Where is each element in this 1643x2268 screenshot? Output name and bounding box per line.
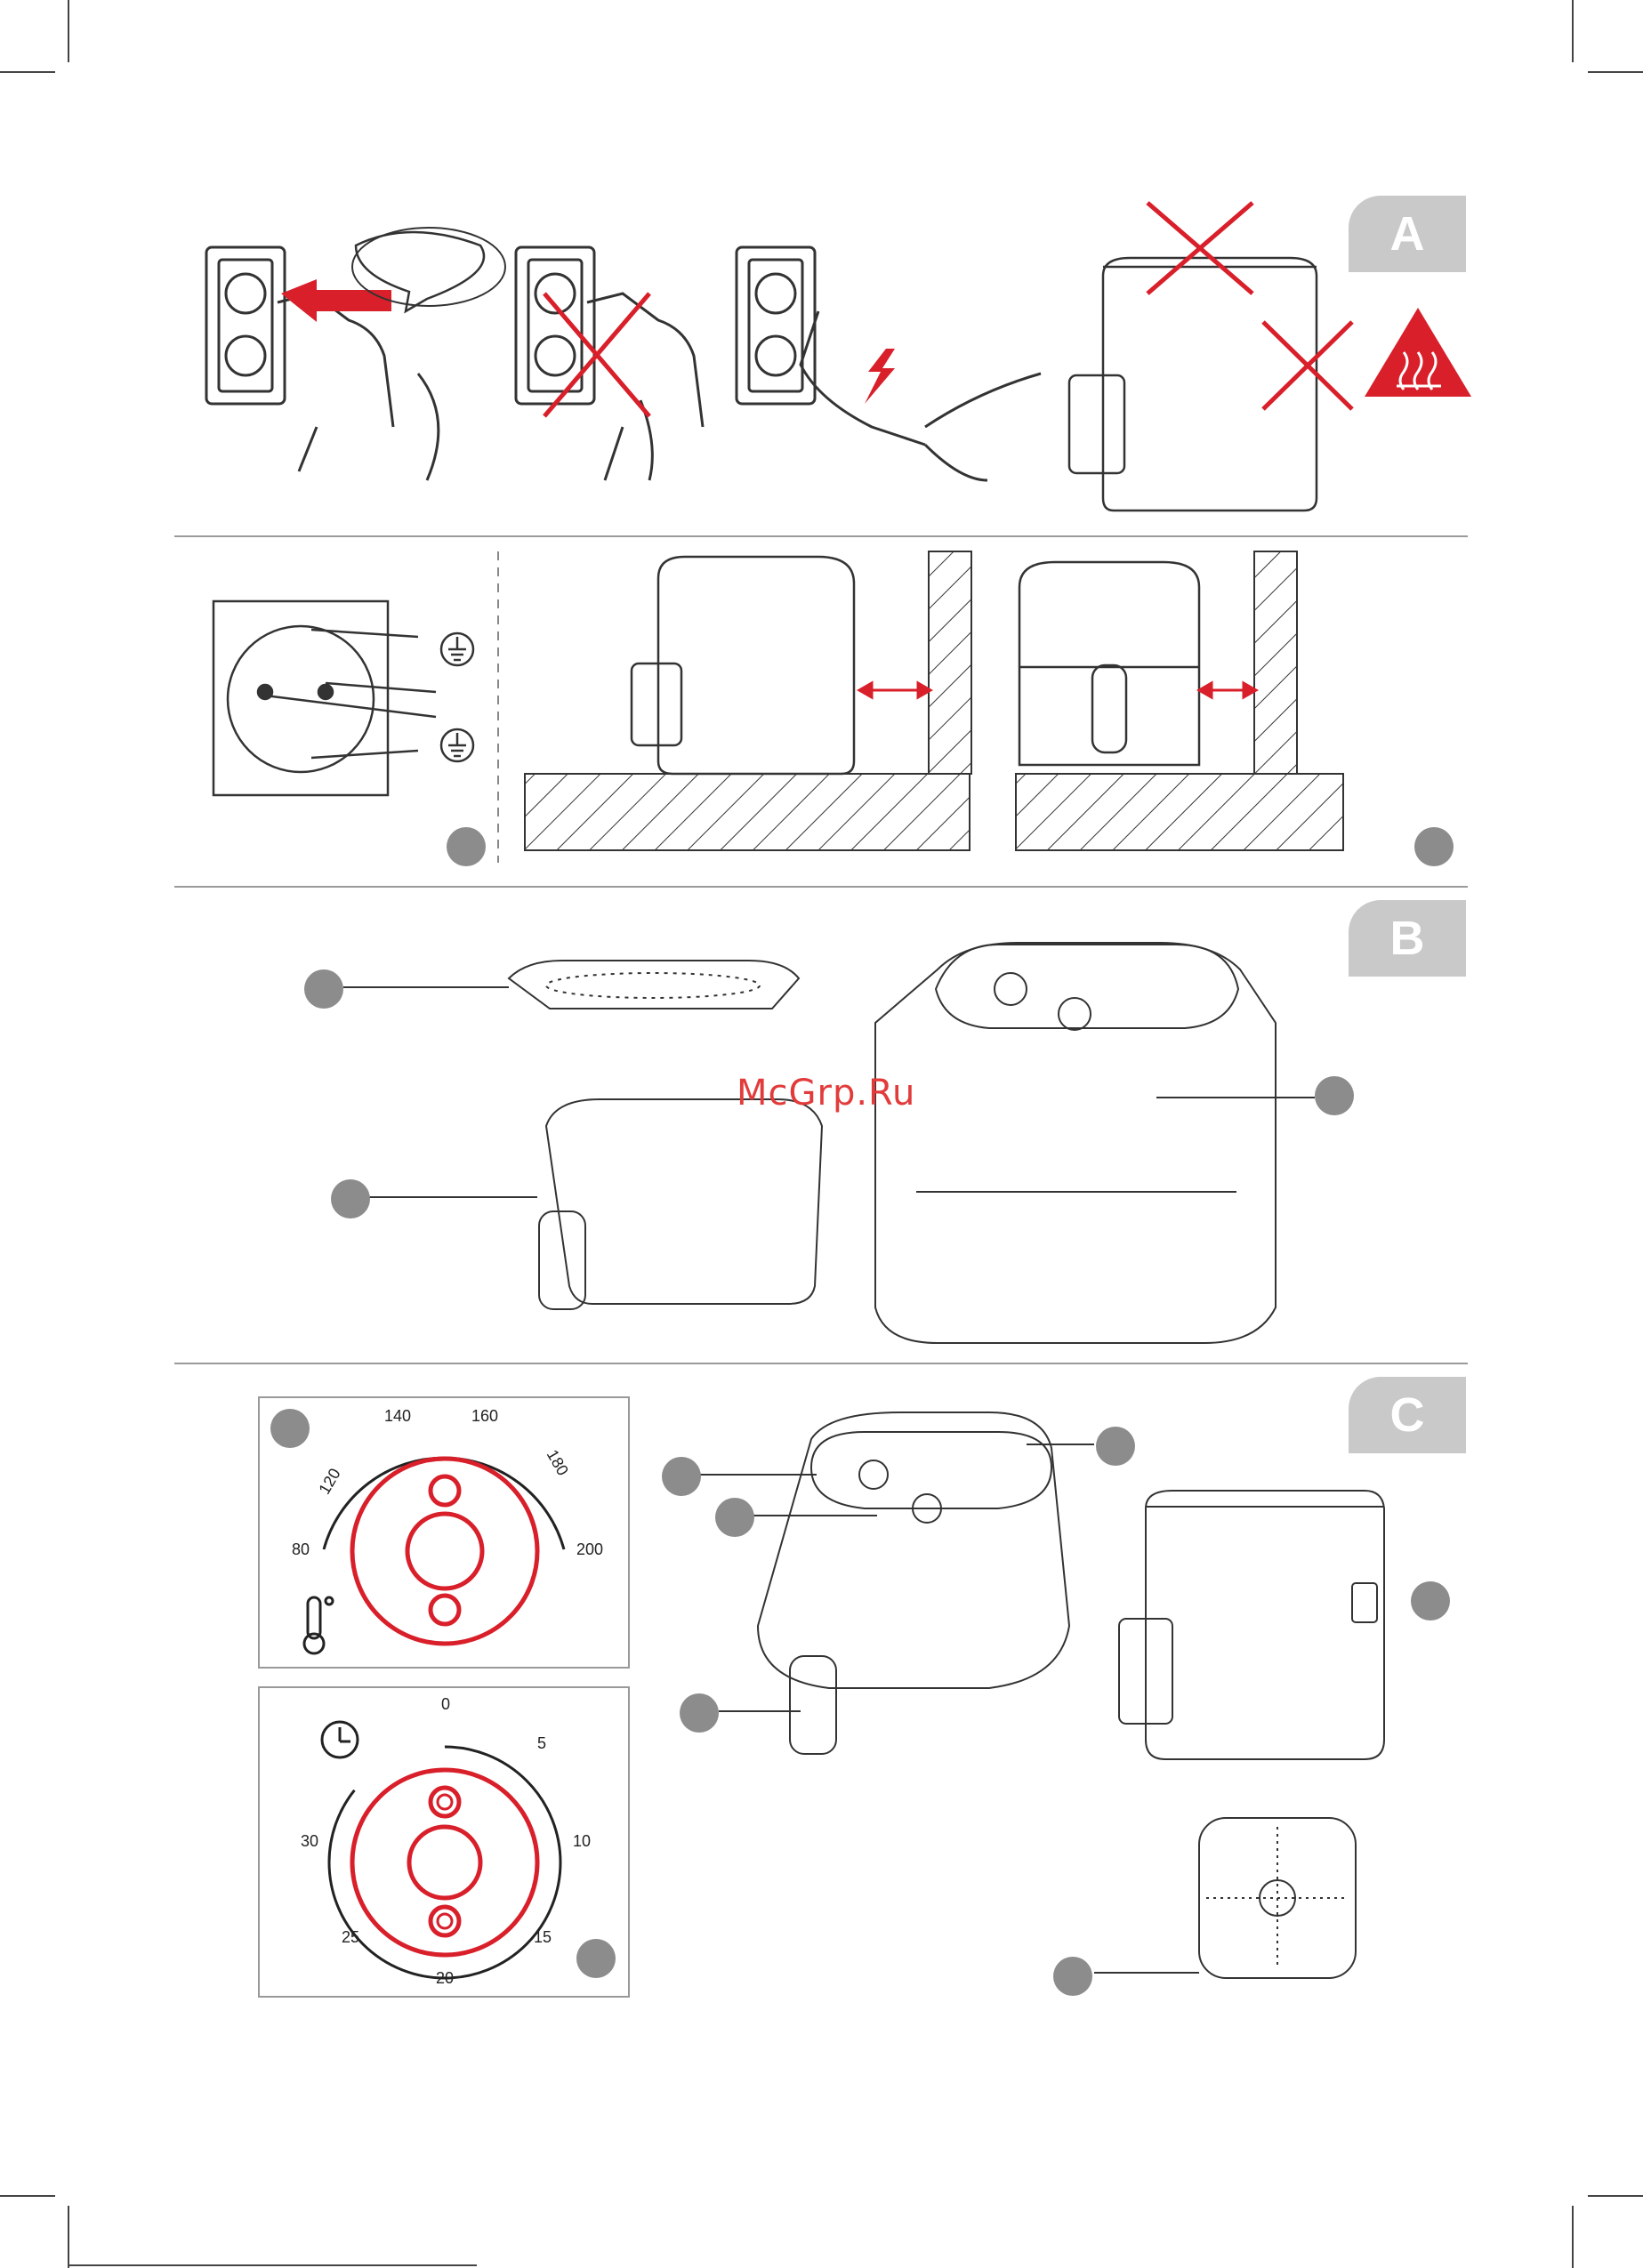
callout-marker bbox=[680, 1693, 719, 1733]
callout-marker bbox=[1411, 1581, 1450, 1621]
timer-dial: 0 5 10 15 20 25 30 bbox=[301, 1695, 591, 1987]
temp-tick-140: 140 bbox=[384, 1407, 411, 1425]
temp-tick-200: 200 bbox=[576, 1540, 603, 1558]
timer-tick-15: 15 bbox=[534, 1928, 552, 1946]
callout-marker bbox=[270, 1409, 310, 1448]
clock-icon bbox=[322, 1722, 358, 1757]
crisper-plate-top-illustration bbox=[1199, 1818, 1356, 1978]
air-fryer-front-illustration bbox=[758, 1412, 1069, 1754]
callout-marker bbox=[715, 1498, 754, 1537]
temp-tick-80: 80 bbox=[292, 1540, 310, 1558]
timer-tick-5: 5 bbox=[537, 1734, 546, 1752]
callout-marker bbox=[1053, 1957, 1092, 1996]
timer-tick-10: 10 bbox=[573, 1832, 591, 1850]
timer-tick-30: 30 bbox=[301, 1832, 318, 1850]
temp-tick-180: 180 bbox=[544, 1446, 572, 1478]
temperature-dial: 80 120 140 160 180 200 bbox=[292, 1407, 603, 1653]
thermometer-icon bbox=[304, 1597, 333, 1653]
temp-tick-160: 160 bbox=[471, 1407, 498, 1425]
callout-marker bbox=[662, 1457, 701, 1496]
callout-marker bbox=[1096, 1427, 1135, 1466]
air-fryer-side-illustration bbox=[1119, 1491, 1384, 1759]
timer-tick-25: 25 bbox=[342, 1928, 359, 1946]
timer-tick-0: 0 bbox=[441, 1695, 450, 1713]
temp-tick-120: 120 bbox=[315, 1465, 343, 1497]
callout-marker bbox=[576, 1939, 616, 1978]
timer-tick-20: 20 bbox=[436, 1969, 454, 1987]
